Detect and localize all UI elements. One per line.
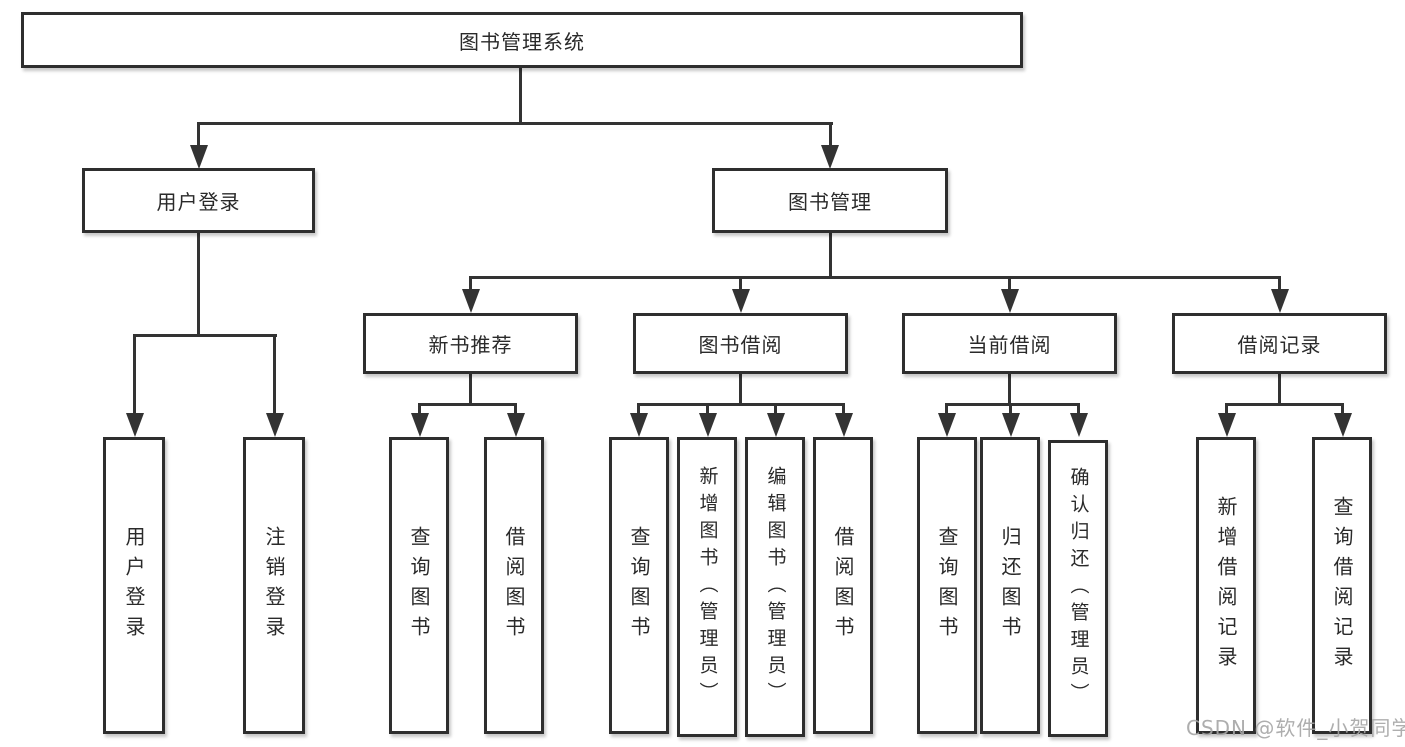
leaf-bb-edit-book-admin: 编辑图书（管理员） [745, 437, 805, 737]
connector-shaft [1009, 406, 1012, 415]
connector-shaft [273, 337, 276, 415]
arrowhead [732, 289, 750, 313]
connector-userlogin-hline [133, 334, 277, 337]
node-root: 图书管理系统 [21, 12, 1023, 68]
connector-level2-hline [197, 122, 833, 125]
arrowhead [835, 413, 853, 437]
arrowhead [1001, 289, 1019, 313]
leaf-bb-borrow-book: 借阅图书 [813, 437, 873, 734]
node-current-borrow: 当前借阅 [902, 313, 1117, 374]
connector-shaft [514, 406, 517, 415]
connector-records-hline [1225, 403, 1344, 406]
arrowhead [938, 413, 956, 437]
arrowhead [767, 413, 785, 437]
leaf-nb-query-book: 查询图书 [389, 437, 449, 734]
connector-shaft [133, 337, 136, 415]
connector-records-stem [1278, 374, 1281, 406]
arrowhead [630, 413, 648, 437]
arrowhead [1070, 413, 1088, 437]
connector-shaft [1225, 406, 1228, 415]
arrowhead [126, 413, 144, 437]
node-borrow-records: 借阅记录 [1172, 313, 1387, 374]
arrowhead [1002, 413, 1020, 437]
connector-shaft [842, 406, 845, 415]
arrowhead [1271, 289, 1289, 313]
leaf-bb-add-book-admin: 新增图书（管理员） [677, 437, 737, 737]
arrowhead [1218, 413, 1236, 437]
leaf-cb-query-book: 查询图书 [917, 437, 977, 734]
connector-shaft [739, 279, 742, 291]
arrowhead [1334, 413, 1352, 437]
connector-shaft [1077, 406, 1080, 415]
connector-shaft [637, 406, 640, 415]
connector-shaft [1341, 406, 1344, 415]
node-book-borrow: 图书借阅 [633, 313, 848, 374]
connector-shaft [418, 406, 421, 415]
arrowhead [699, 413, 717, 437]
csdn-watermark: CSDN @软件_小贺同学 [1186, 716, 1405, 740]
arrowhead [507, 413, 525, 437]
connector-shaft [1278, 279, 1281, 291]
connector-newbook-stem [469, 374, 472, 406]
connector-shaft [774, 406, 777, 415]
connector-current-hline [945, 403, 1080, 406]
node-user-login: 用户登录 [82, 168, 315, 233]
leaf-user-login: 用户登录 [103, 437, 165, 734]
node-book-management: 图书管理 [712, 168, 948, 233]
leaf-bb-query-book: 查询图书 [609, 437, 669, 734]
leaf-br-add-record: 新增借阅记录 [1196, 437, 1256, 734]
node-new-book-recommend: 新书推荐 [363, 313, 578, 374]
connector-borrow-stem [739, 374, 742, 406]
arrowhead-userlogin [190, 145, 208, 169]
leaf-logout: 注销登录 [243, 437, 305, 734]
leaf-br-query-record: 查询借阅记录 [1312, 437, 1372, 734]
connector-shaft [1008, 279, 1011, 291]
connector-bookmgmt-stem [829, 233, 832, 279]
connector-bookmgmt-shaft [829, 125, 832, 147]
arrowhead [266, 413, 284, 437]
connector-userlogin-stem [197, 233, 200, 337]
connector-shaft [945, 406, 948, 415]
arrowhead [411, 413, 429, 437]
connector-userlogin-shaft [197, 125, 200, 147]
arrowhead-bookmgmt [821, 145, 839, 169]
arrowhead [462, 289, 480, 313]
connector-borrow-hline [637, 403, 845, 406]
connector-shaft [706, 406, 709, 415]
connector-newbook-hline [418, 403, 517, 406]
connector-shaft [469, 279, 472, 291]
leaf-nb-borrow-book: 借阅图书 [484, 437, 544, 734]
leaf-cb-confirm-return-admin: 确认归还（管理员） [1048, 440, 1108, 737]
leaf-cb-return-book: 归还图书 [980, 437, 1040, 734]
connector-current-stem [1008, 374, 1011, 406]
connector-level3-hline [469, 276, 1281, 279]
connector-root-stem [519, 68, 522, 125]
